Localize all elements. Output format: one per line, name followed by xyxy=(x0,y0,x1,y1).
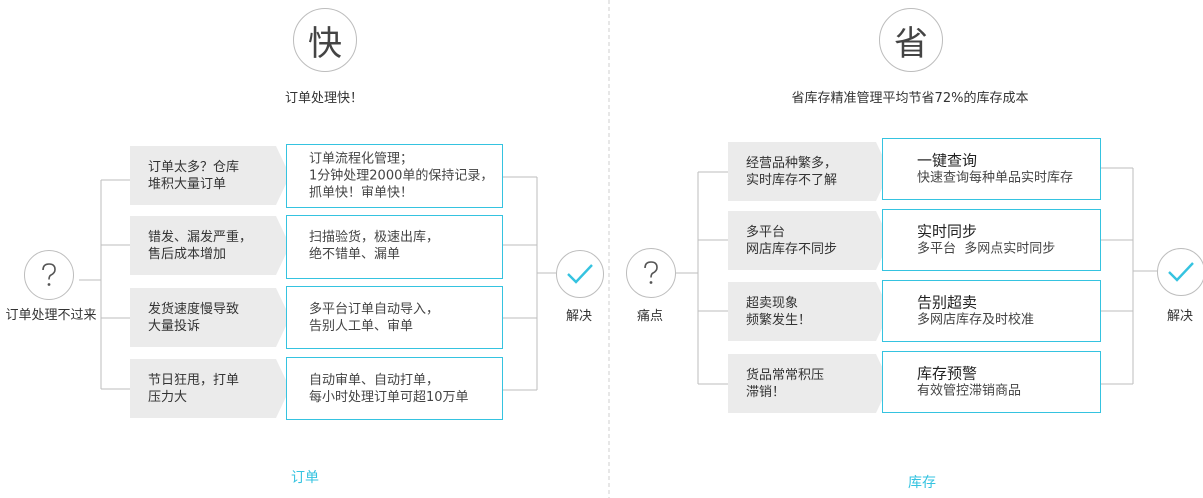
pain-line: 实时库存不了解 xyxy=(746,172,838,188)
pain-line: 售后成本增加 xyxy=(148,246,227,262)
pain-line: 网店库存不同步 xyxy=(746,241,838,257)
pain-line: 滞销！ xyxy=(746,384,786,400)
pain-line: 压力大 xyxy=(148,389,188,405)
solution-desc: 多网店库存及时校准 xyxy=(917,312,1035,328)
left-pain-3: 发货速度慢导致大量投诉 xyxy=(130,288,290,347)
right-problem-label: 痛点 xyxy=(636,309,663,324)
solution-line: 抓单快！审单快！ xyxy=(309,185,414,201)
save-badge: 省 xyxy=(879,8,943,72)
left-solution-4: 自动审单、自动打单， 每小时处理订单可超10万单 xyxy=(286,357,503,420)
pain-line: 经营品种繁多， xyxy=(746,155,838,171)
right-pain-1: 经营品种繁多，实时库存不了解 xyxy=(728,142,890,201)
left-solve-label: 解决 xyxy=(565,309,592,324)
pain-line: 大量投诉 xyxy=(148,318,201,334)
speed-badge: 快 xyxy=(293,8,357,72)
solution-line: 1分钟处理2000单的保持记录， xyxy=(309,168,494,184)
left-pain-4: 节日狂甩，打单压力大 xyxy=(130,359,290,418)
solution-desc: 多平台 多网点实时同步 xyxy=(917,241,1056,257)
solution-line: 每小时处理订单可超10万单 xyxy=(309,389,469,405)
right-solution-1: 一键查询 快速查询每种单品实时库存 xyxy=(882,138,1101,200)
check-circle-icon xyxy=(556,250,604,298)
pain-line: 发货速度慢导致 xyxy=(148,301,240,317)
question-circle-icon xyxy=(626,248,676,298)
right-solution-2: 实时同步 多平台 多网点实时同步 xyxy=(882,209,1101,271)
pain-line: 货品常常积压 xyxy=(746,367,825,383)
solution-title: 告别超卖 xyxy=(917,293,978,312)
right-pain-3: 超卖现象频繁发生！ xyxy=(728,282,890,341)
question-mark-glyph xyxy=(42,263,56,286)
solution-title: 库存预警 xyxy=(917,364,978,383)
check-circle-icon xyxy=(1157,248,1203,296)
right-pain-4: 货品常常积压滞销！ xyxy=(728,354,890,413)
left-bottom-label: 订单 xyxy=(291,470,319,486)
right-heading: 省库存精准管理平均节省72%的库存成本 xyxy=(791,91,1029,106)
solution-line: 自动审单、自动打单， xyxy=(309,372,440,388)
solution-line: 绝不错单、漏单 xyxy=(309,247,401,262)
solution-line: 订单流程化管理； xyxy=(309,151,414,167)
solution-desc: 有效管控滞销商品 xyxy=(917,383,1022,399)
left-pain-1: 订单太多？仓库堆积大量订单 xyxy=(130,146,290,205)
pain-line: 错发、漏发严重， xyxy=(148,229,253,245)
pain-line: 多平台 xyxy=(746,224,786,240)
solution-desc: 快速查询每种单品实时库存 xyxy=(917,170,1074,186)
right-solution-4: 库存预警 有效管控滞销商品 xyxy=(882,351,1101,413)
pain-line: 节日狂甩，打单 xyxy=(148,372,240,388)
left-solution-3: 多平台订单自动导入， 告别人工单、审单 xyxy=(286,286,503,349)
question-circle-icon xyxy=(24,250,74,300)
question-mark-glyph xyxy=(644,261,658,284)
check-mark-glyph xyxy=(567,264,593,284)
solution-line: 扫描验货，极速出库， xyxy=(309,230,440,245)
left-heading: 订单处理快！ xyxy=(284,91,363,106)
solution-title: 实时同步 xyxy=(917,222,978,241)
pain-line: 订单太多？仓库 xyxy=(148,159,240,175)
check-mark-glyph xyxy=(1168,262,1194,282)
pain-line: 频繁发生！ xyxy=(746,312,812,328)
right-bottom-label: 库存 xyxy=(908,475,936,491)
solution-title: 一键查询 xyxy=(917,151,978,170)
left-pain-2: 错发、漏发严重，售后成本增加 xyxy=(130,216,290,275)
solution-line: 多平台订单自动导入， xyxy=(309,301,440,317)
left-solution-2: 扫描验货，极速出库， 绝不错单、漏单 xyxy=(286,215,503,279)
right-solve-label: 解决 xyxy=(1166,309,1193,324)
speed-badge-char: 快 xyxy=(308,23,342,64)
left-problem-label: 订单处理不过来 xyxy=(5,308,97,323)
solution-line: 告别人工单、审单 xyxy=(309,318,414,334)
save-badge-char: 省 xyxy=(894,23,928,64)
pain-line: 超卖现象 xyxy=(746,295,799,311)
left-solution-1: 订单流程化管理； 1分钟处理2000单的保持记录， 抓单快！审单快！ xyxy=(286,144,503,208)
right-pain-2: 多平台网店库存不同步 xyxy=(728,211,890,270)
right-solution-3: 告别超卖 多网店库存及时校准 xyxy=(882,280,1101,342)
pain-line: 堆积大量订单 xyxy=(148,176,227,192)
